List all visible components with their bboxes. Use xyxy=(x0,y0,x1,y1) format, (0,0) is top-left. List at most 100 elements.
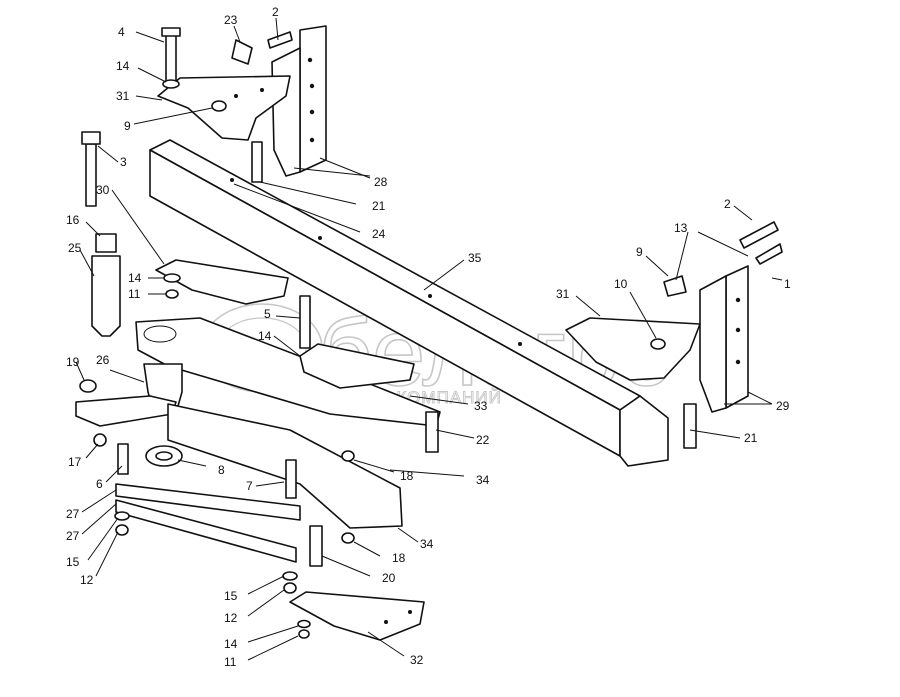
callout-3: 3 xyxy=(120,155,127,169)
bracket-hole xyxy=(384,620,388,624)
nut-9-left xyxy=(211,100,227,112)
washer-14-mid xyxy=(163,273,181,283)
callout-32: 32 xyxy=(410,653,424,667)
arm-34 xyxy=(167,403,403,529)
callout-9-left: 9 xyxy=(124,119,131,133)
plate-hole xyxy=(309,83,315,89)
callout-6: 6 xyxy=(96,477,103,491)
callout-14-bottom: 14 xyxy=(224,637,238,651)
callout-7: 7 xyxy=(246,479,253,493)
plate-hole xyxy=(735,359,741,365)
lower-links-assembly xyxy=(114,483,425,641)
left-middle-assembly xyxy=(75,131,441,544)
callout-13: 13 xyxy=(674,221,688,235)
bushing-22 xyxy=(425,411,439,453)
leader-24 xyxy=(233,183,361,233)
bolt-7 xyxy=(285,459,297,499)
leader-16 xyxy=(85,221,101,237)
callout-15-bottom: 15 xyxy=(224,589,238,603)
bracket-hole xyxy=(408,610,412,614)
nut-10 xyxy=(650,338,666,350)
leader-14-center xyxy=(273,335,301,357)
nut-19 xyxy=(79,379,97,393)
leader-21-top xyxy=(259,181,357,205)
leader-10 xyxy=(629,291,657,339)
callout-25: 25 xyxy=(68,241,82,255)
lever-26 xyxy=(75,395,177,427)
callout-24: 24 xyxy=(372,227,386,241)
callout-19: 19 xyxy=(66,355,80,369)
leader-17 xyxy=(85,443,99,459)
leader-2-right xyxy=(733,205,753,221)
callout-35: 35 xyxy=(468,251,482,265)
callout-12-left: 12 xyxy=(80,573,94,587)
bracket-hole xyxy=(234,94,238,98)
leader-32 xyxy=(367,631,405,657)
leader-28b xyxy=(319,157,371,179)
nut-18-top xyxy=(341,450,355,462)
plate-hole xyxy=(309,137,315,143)
callout-31-left: 31 xyxy=(116,89,130,103)
bushing-21-right xyxy=(683,403,697,449)
bolt-5 xyxy=(299,295,311,349)
bracket-31-right xyxy=(565,317,701,381)
callout-4: 4 xyxy=(118,25,125,39)
callout-15-left: 15 xyxy=(66,555,80,569)
main-beam-35 xyxy=(149,139,669,467)
nut-11-bottom xyxy=(298,629,310,639)
leader-9-right xyxy=(645,255,669,277)
leader-11-bottom xyxy=(247,635,299,661)
washer-14-top xyxy=(162,79,180,89)
leader-2-top xyxy=(275,17,279,41)
washer-15-left xyxy=(114,511,130,521)
upper-left-bracket-assembly xyxy=(157,25,327,177)
callout-22: 22 xyxy=(476,433,490,447)
callout-11-mid: 11 xyxy=(128,287,141,301)
washer-15-bottom xyxy=(282,571,298,581)
plate-hole xyxy=(307,57,313,63)
beam-hole xyxy=(518,342,522,346)
mount-plate-28-side xyxy=(271,47,301,177)
leader-15-left xyxy=(87,517,119,561)
link-27-a xyxy=(115,483,301,521)
bolt-1 xyxy=(755,243,783,265)
leader-19 xyxy=(75,361,85,381)
leader-8 xyxy=(177,459,207,467)
callout-10: 10 xyxy=(614,277,628,291)
right-bracket-assembly xyxy=(565,221,783,449)
leader-27b xyxy=(81,503,117,535)
beam-hole xyxy=(230,178,234,182)
leader-34-bottom xyxy=(397,527,419,543)
callout-27-a: 27 xyxy=(66,507,80,521)
callout-14-center: 14 xyxy=(258,329,272,343)
washer-14-bottom xyxy=(297,619,311,629)
bolt-3-head xyxy=(81,131,101,145)
arm-33-eye xyxy=(143,325,177,343)
callout-9-right: 9 xyxy=(636,245,643,259)
leader-33 xyxy=(409,395,469,405)
leader-14-top xyxy=(137,67,167,83)
callout-26: 26 xyxy=(96,353,110,367)
nut-11-mid xyxy=(165,289,179,299)
plate-hole xyxy=(735,297,741,303)
leader-26 xyxy=(109,369,145,383)
callout-17: 17 xyxy=(68,455,82,469)
leader-35 xyxy=(423,259,465,291)
bracket-14-plate xyxy=(299,343,415,389)
mount-plate-29 xyxy=(725,265,749,409)
callout-18-top: 18 xyxy=(400,469,414,483)
callout-2-top: 2 xyxy=(272,5,279,19)
spring-unit-25 xyxy=(91,255,121,337)
leader-12-left xyxy=(95,531,119,577)
nut-12-bottom xyxy=(283,582,297,594)
callout-28: 28 xyxy=(374,175,388,189)
bolt-4-head xyxy=(161,27,181,37)
leader-15-bottom xyxy=(247,575,285,595)
leader-14-bottom xyxy=(247,625,299,643)
callout-14-top: 14 xyxy=(116,59,130,73)
leader-28a xyxy=(293,167,371,177)
leader-31-right xyxy=(575,295,601,317)
leader-29b xyxy=(747,391,773,405)
nut-9-right xyxy=(663,275,687,297)
leader-12-bottom xyxy=(247,589,285,617)
